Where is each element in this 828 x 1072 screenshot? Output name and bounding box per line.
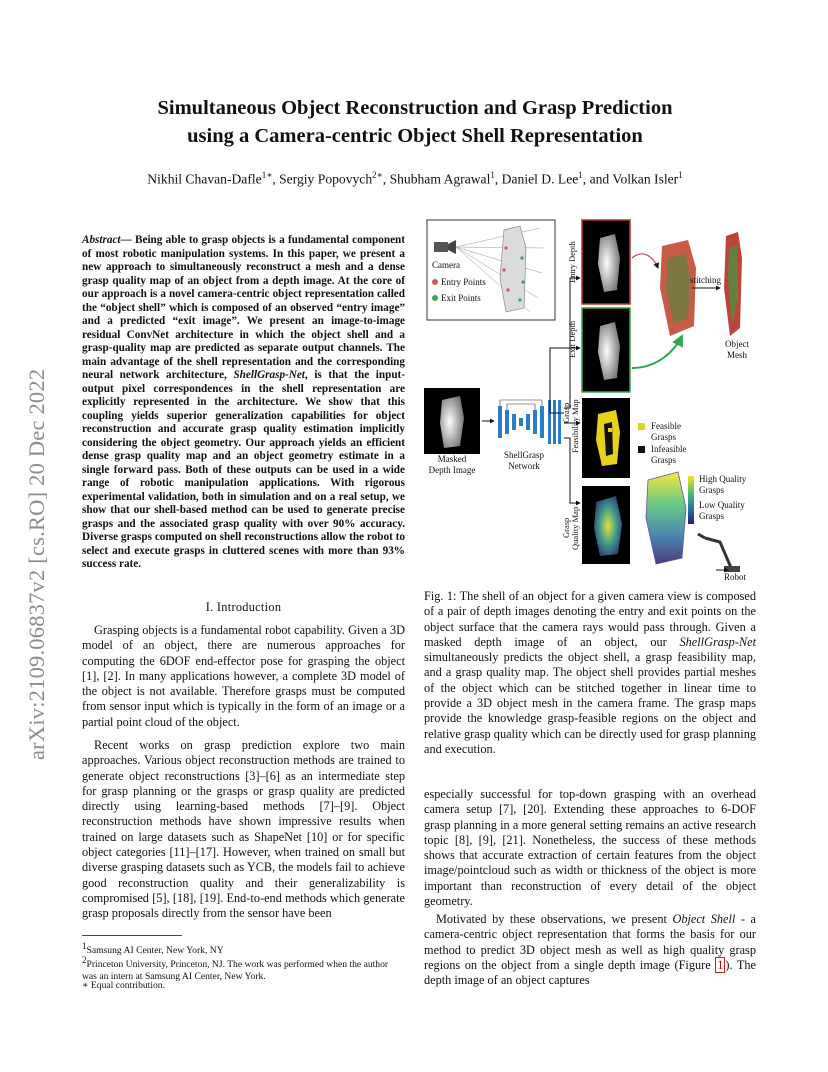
network-label: Network — [508, 461, 540, 471]
quality-colorbar — [688, 476, 694, 524]
low-quality-label: Low Quality — [699, 500, 745, 510]
footnote-2-mark: 2 — [82, 955, 87, 965]
abstract-text-1: — Being able to grasp objects is a funda… — [82, 234, 405, 381]
footnote-1-mark: 1 — [82, 941, 87, 951]
low-quality-grasps-label: Grasps — [699, 511, 724, 521]
figure-1-caption: Fig. 1: The shell of an object for a giv… — [424, 589, 756, 757]
author-1: Nikhil Chavan-Dafle — [147, 171, 262, 187]
feasible-grasps-label: Grasps — [651, 432, 676, 442]
author-3-affiliation: 1 — [490, 170, 495, 180]
author-5-affiliation: 1 — [678, 170, 683, 180]
author-4-affiliation: 1 — [578, 170, 583, 180]
shellgrasp-label: ShellGrasp — [504, 450, 544, 460]
right-p2-text-2: - a camera-centric object representation… — [424, 912, 756, 972]
exit-points-marker — [432, 295, 438, 301]
stitched-object-mesh — [660, 232, 742, 336]
entry-depth-label: Entry Depth — [567, 240, 577, 283]
masked-label: Masked — [438, 454, 467, 464]
infeasible-label: Infeasible — [651, 444, 686, 454]
mesh-label: Mesh — [727, 350, 747, 360]
caption-label: Fig. 1: — [424, 589, 460, 603]
author-1-affiliation: 1∗ — [261, 170, 273, 180]
infeasible-legend-swatch — [638, 446, 645, 453]
abstract-net-name: ShellGrasp-Net — [233, 369, 305, 381]
right-paragraph-1: especially successful for top-down grasp… — [424, 787, 756, 909]
footnote-1-text: Samsung AI Center, New York, NY — [86, 945, 224, 957]
shellgrasp-network-block — [482, 399, 561, 444]
author-3: Shubham Agrawal — [389, 171, 491, 187]
right-p2-text-1: Motivated by these observations, we pres… — [436, 912, 673, 926]
caption-text-2: simultaneously predicts the object shell… — [424, 650, 756, 756]
intro-paragraph-1: Grasping objects is a fundamental robot … — [82, 623, 405, 729]
grasp-feasibility-label-1: Grasp — [561, 403, 571, 423]
camera-icon — [434, 242, 448, 252]
footnote-1: 1Samsung AI Center, New York, NY — [82, 940, 405, 957]
footnote-3: ∗ Equal contribution. — [82, 980, 165, 991]
exit-points-label: Exit Points — [441, 293, 481, 303]
author-2-affiliation: 2∗ — [372, 170, 383, 180]
robot-arm — [697, 532, 734, 571]
author-2: Sergiy Popovych — [279, 171, 373, 187]
object-label: Object — [725, 339, 749, 349]
title-line-1: Simultaneous Object Reconstruction and G… — [157, 97, 673, 119]
grasp-quality-label-1: Grasp — [561, 518, 571, 538]
robot-label: Robot — [724, 572, 747, 582]
grasp-quality-label-2: Quality Map — [570, 507, 580, 550]
figure-1-diagram: Camera Entry Points Exit Points Masked D… — [424, 219, 749, 582]
abstract-label: Abstract — [82, 234, 121, 246]
abstract: Abstract— Being able to grasp objects is… — [82, 234, 405, 572]
section-heading-introduction: I. Introduction — [205, 600, 282, 614]
footnote-rule — [82, 935, 182, 936]
right-paragraph-2: Motivated by these observations, we pres… — [424, 912, 756, 988]
high-quality-grasps-label: Grasps — [699, 485, 724, 495]
stitching-label: stitching — [690, 275, 721, 285]
exit-depth-label: Exit Depth — [567, 320, 577, 358]
right-p2-text-3: ). The depth image of an object captures — [424, 957, 757, 988]
high-quality-label: High Quality — [699, 474, 747, 484]
entry-points-label: Entry Points — [441, 277, 486, 287]
caption-text-1: The shell of an object for a given camer… — [424, 589, 756, 649]
author-5: and Volkan Isler — [589, 171, 679, 187]
footnote-2-text: Princeton University, Princeton, NJ. The… — [82, 959, 389, 983]
footnote-2: 2Princeton University, Princeton, NJ. Th… — [82, 954, 405, 983]
camera-inset: Camera Entry Points Exit Points — [426, 219, 556, 321]
infeasible-grasps-label: Grasps — [651, 455, 676, 465]
camera-label: Camera — [432, 260, 460, 270]
grasp-feasibility-label-2: Feasibility Map — [570, 399, 580, 453]
intro-paragraph-2: Recent works on grasp prediction explore… — [82, 738, 405, 921]
feasible-legend-swatch — [638, 423, 645, 430]
entry-points-marker — [432, 279, 438, 285]
depth-image-label: Depth Image — [429, 465, 476, 475]
feasible-label: Feasible — [651, 421, 681, 431]
caption-net-name: ShellGrasp-Net — [679, 634, 756, 649]
paper-title: Simultaneous Object Reconstruction and G… — [100, 94, 730, 150]
figure-1-reference-link[interactable]: 1 — [715, 956, 726, 973]
arxiv-identifier: arXiv:2109.06837v2 [cs.RO] 20 Dec 2022 — [24, 368, 49, 760]
abstract-text-2: , is that the input-output pixel corresp… — [82, 369, 405, 570]
object-shell-term: Object Shell — [672, 912, 736, 926]
title-line-2: using a Camera-centric Object Shell Repr… — [187, 125, 643, 147]
author-4: Daniel D. Lee — [501, 171, 579, 187]
author-list: Nikhil Chavan-Dafle1∗, Sergiy Popovych2∗… — [147, 170, 683, 187]
grasp-quality-point-cloud — [646, 472, 686, 564]
